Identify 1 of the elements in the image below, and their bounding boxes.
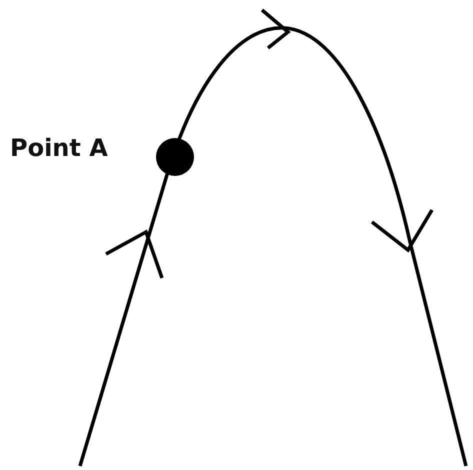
point-label: Point A	[10, 134, 108, 162]
